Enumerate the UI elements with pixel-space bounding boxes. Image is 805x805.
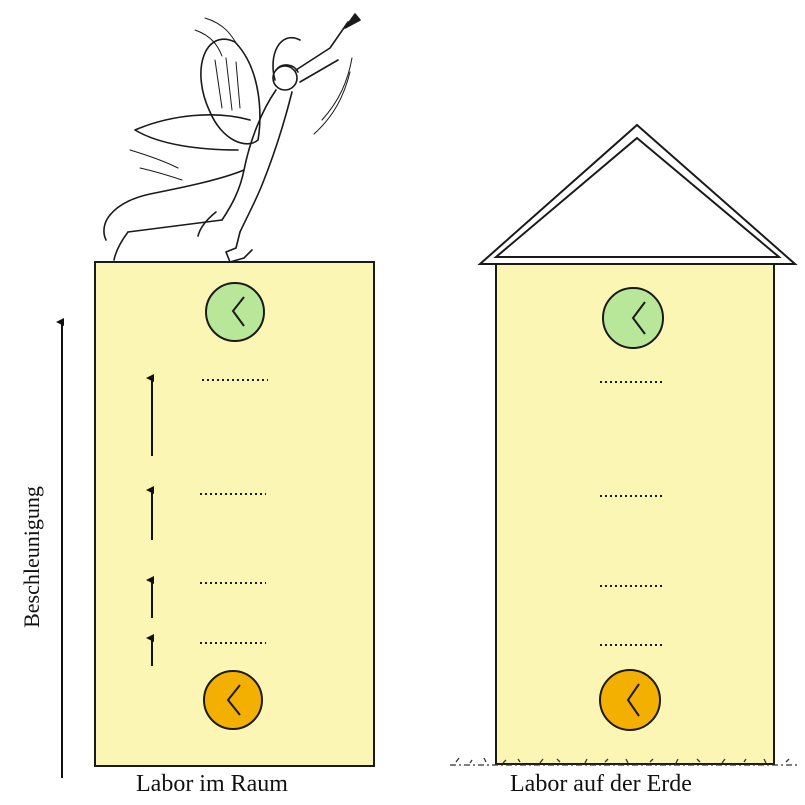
angel-icon xyxy=(104,14,360,262)
caption-lab-on-earth: Labor auf der Erde xyxy=(510,771,692,798)
lab-on-earth xyxy=(450,125,800,765)
space-lab-top-clock-icon xyxy=(206,283,264,341)
acceleration-label: Beschleunigung xyxy=(19,486,45,628)
space-lab-bottom-clock-icon xyxy=(204,671,262,729)
earth-lab-roof xyxy=(480,125,795,264)
caption-lab-in-space: Labor im Raum xyxy=(136,771,288,798)
earth-lab-top-clock-icon xyxy=(603,288,663,348)
lab-in-space xyxy=(62,14,374,778)
earth-lab-bottom-clock-icon xyxy=(600,670,660,730)
